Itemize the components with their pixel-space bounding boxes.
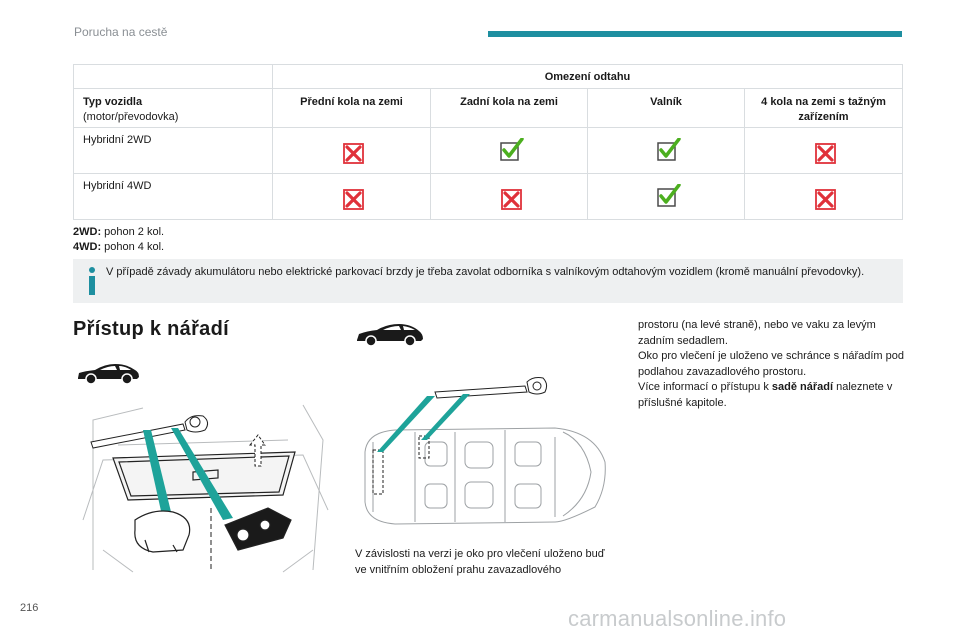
table-cell (744, 127, 903, 174)
illustration-caption: V závislosti na verzi je oko pro vlečení… (355, 548, 605, 576)
paragraph: Oko pro vlečení je uloženo ve schránce s… (638, 350, 904, 378)
car-top-view-illustration (364, 377, 606, 525)
table-cell (272, 127, 431, 174)
check-icon (657, 183, 681, 207)
row-label: Hybridní 2WD (83, 134, 152, 146)
col-header-rear: Zadní kola na zemi (430, 88, 588, 128)
section-title: Přístup k nářadí (73, 318, 229, 340)
table-cell (272, 173, 431, 220)
paragraph-text: naleznete v příslušné kapitole. (638, 381, 893, 409)
paragraph: Více informací o přístupu k sadě nářadí … (638, 380, 904, 411)
tool-kit-term: sadě nářadí (771, 381, 834, 393)
note-text: pohon 2 kol. (101, 226, 165, 238)
col-header-four-wheels: 4 kola na zemi s tažným zařízením (744, 88, 903, 128)
table-group-header: Omezení odtahu (272, 64, 903, 89)
row-label: Hybridní 4WD (83, 180, 152, 192)
section-header: Porucha na cestě (74, 25, 168, 39)
note-text: pohon 4 kol. (101, 241, 165, 253)
col-header-vehicle: Typ vozidla (motor/převodovka) (73, 88, 273, 128)
table-corner (73, 64, 273, 89)
car-icon (78, 364, 139, 385)
note-term: 4WD: (73, 241, 102, 253)
cross-icon (342, 188, 364, 210)
note-term: 2WD: (73, 226, 102, 238)
car-icon (357, 324, 423, 347)
col-header-vehicle-sub: (motor/převodovka) (83, 111, 179, 123)
cross-icon (500, 188, 522, 210)
table-cell (430, 173, 588, 220)
check-icon (657, 137, 681, 161)
info-text: V případě závady akumulátoru nebo elektr… (106, 266, 865, 278)
table-cell (430, 127, 588, 174)
header-accent-bar (488, 31, 902, 37)
table-cell (587, 173, 745, 220)
note-4wd: 4WD: pohon 4 kol. (73, 240, 164, 255)
col-header-flatbed: Valník (587, 88, 745, 128)
trunk-illustration (82, 404, 329, 573)
paragraph-text: Více informací o přístupu k (638, 381, 772, 393)
info-box: V případě závady akumulátoru nebo elektr… (73, 259, 903, 303)
table-row: Hybridní 2WD (73, 127, 273, 174)
table-row: Hybridní 4WD (73, 173, 273, 220)
note-2wd: 2WD: pohon 2 kol. (73, 225, 164, 240)
towing-table: Omezení odtahu Typ vozidla (motor/převod… (73, 64, 903, 220)
col-header-vehicle-main: Typ vozidla (83, 96, 143, 108)
table-cell (744, 173, 903, 220)
check-icon (500, 137, 524, 161)
info-icon (89, 267, 95, 295)
col-header-front: Přední kola na zemi (272, 88, 431, 128)
right-column-text: prostoru (na levé straně), nebo ve vaku … (638, 318, 904, 411)
cross-icon (342, 142, 364, 164)
footer-watermark: carmanualsonline.info (568, 606, 787, 631)
cross-icon (814, 188, 836, 210)
page-number: 216 (20, 602, 39, 614)
paragraph: prostoru (na levé straně), nebo ve vaku … (638, 319, 876, 347)
table-cell (587, 127, 745, 174)
cross-icon (814, 142, 836, 164)
